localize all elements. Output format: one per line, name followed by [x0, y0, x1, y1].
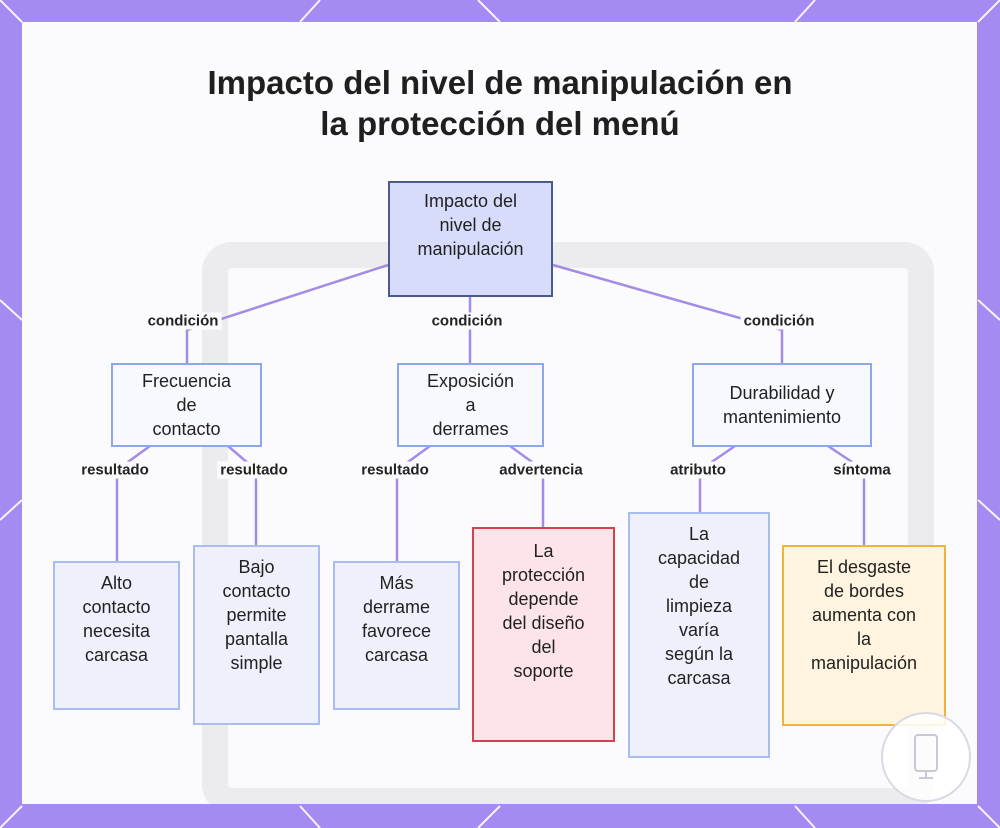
edge-label-condicion: condición: [740, 312, 818, 330]
node-text: carcasa: [84, 645, 148, 665]
node-text: capacidad: [657, 548, 741, 568]
node-capacidad-limpieza: La capacidad de limpieza varía según la …: [628, 512, 770, 758]
node-frecuencia-contacto: Frecuencia de contacto: [111, 363, 262, 447]
node-text: varía: [678, 620, 719, 640]
node-text: de: [176, 395, 197, 415]
edge-label-advertencia: advertencia: [496, 461, 586, 479]
node-text: Impacto del: [423, 191, 518, 211]
node-text: de bordes: [823, 581, 905, 601]
node-text: Durabilidad y: [729, 383, 835, 403]
edge-label-condicion: condición: [428, 312, 506, 330]
node-text: contacto: [82, 597, 151, 617]
node-text: La: [688, 524, 709, 544]
node-text: derrame: [362, 597, 430, 617]
node-text: Exposición: [426, 371, 515, 391]
edge-label-resultado: resultado: [217, 461, 291, 479]
node-text: limpieza: [665, 596, 732, 616]
node-text: simple: [230, 653, 283, 673]
node-text: derrames: [432, 419, 509, 439]
node-text: Más: [379, 573, 414, 593]
node-text: Bajo: [238, 557, 275, 577]
node-text: contacto: [222, 581, 291, 601]
node-text: La: [533, 541, 554, 561]
node-text: manipulación: [810, 653, 918, 673]
edge-label-atributo: atributo: [667, 461, 729, 479]
edge-label-sintoma: síntoma: [830, 461, 894, 479]
node-text: la: [856, 629, 871, 649]
title-line-2: la protección del menú: [320, 105, 680, 142]
node-text: contacto: [152, 419, 221, 439]
node-text: aumenta con: [811, 605, 917, 625]
edge-label-resultado: resultado: [78, 461, 152, 479]
node-text: de: [688, 572, 709, 592]
node-text: necesita: [82, 621, 151, 641]
node-text: del diseño: [502, 613, 585, 633]
node-text: carcasa: [364, 645, 428, 665]
node-text: a: [465, 395, 476, 415]
node-impacto-nivel-manipulacion: Impacto del nivel de manipulación: [388, 181, 553, 297]
node-text: depende: [508, 589, 579, 609]
connector-durabilidad-limpieza: [698, 444, 736, 513]
node-text: Alto: [100, 573, 132, 593]
node-text: según la: [664, 644, 734, 664]
node-text: del: [531, 637, 556, 657]
edge-label-condicion: condición: [144, 312, 222, 330]
node-desgaste-bordes: El desgaste de bordes aumenta con la man…: [782, 545, 946, 726]
node-durabilidad-mantenimiento: Durabilidad y mantenimiento: [692, 363, 872, 447]
node-alto-contacto: Alto contacto necesita carcasa: [53, 561, 180, 710]
node-proteccion-soporte: La protección depende del diseño del sop…: [472, 527, 615, 742]
node-text: El desgaste: [816, 557, 912, 577]
node-mas-derrame: Más derrame favorece carcasa: [333, 561, 460, 710]
node-bajo-contacto: Bajo contacto permite pantalla simple: [193, 545, 320, 725]
connector-root-frecuencia: [185, 263, 389, 364]
watermark-badge: [881, 712, 971, 802]
node-text: Frecuencia: [141, 371, 232, 391]
node-text: nivel de: [439, 215, 502, 235]
node-exposicion-derrames: Exposición a derrames: [397, 363, 544, 447]
node-text: favorece: [361, 621, 432, 641]
node-text: manipulación: [417, 239, 524, 259]
title-line-1: Impacto del nivel de manipulación en: [207, 64, 793, 101]
node-text: soporte: [513, 661, 574, 681]
connector-root-durabilidad: [552, 263, 784, 364]
node-text: permite: [226, 605, 287, 625]
edge-label-resultado: resultado: [358, 461, 432, 479]
diagram-title: Impacto del nivel de manipulación en la …: [0, 62, 1000, 144]
node-text: carcasa: [667, 668, 731, 688]
connector-exposicion-proteccion: [509, 444, 545, 528]
node-text: pantalla: [224, 629, 289, 649]
tablet-icon: [914, 734, 938, 779]
node-text: mantenimiento: [722, 407, 842, 427]
node-text: protección: [501, 565, 586, 585]
